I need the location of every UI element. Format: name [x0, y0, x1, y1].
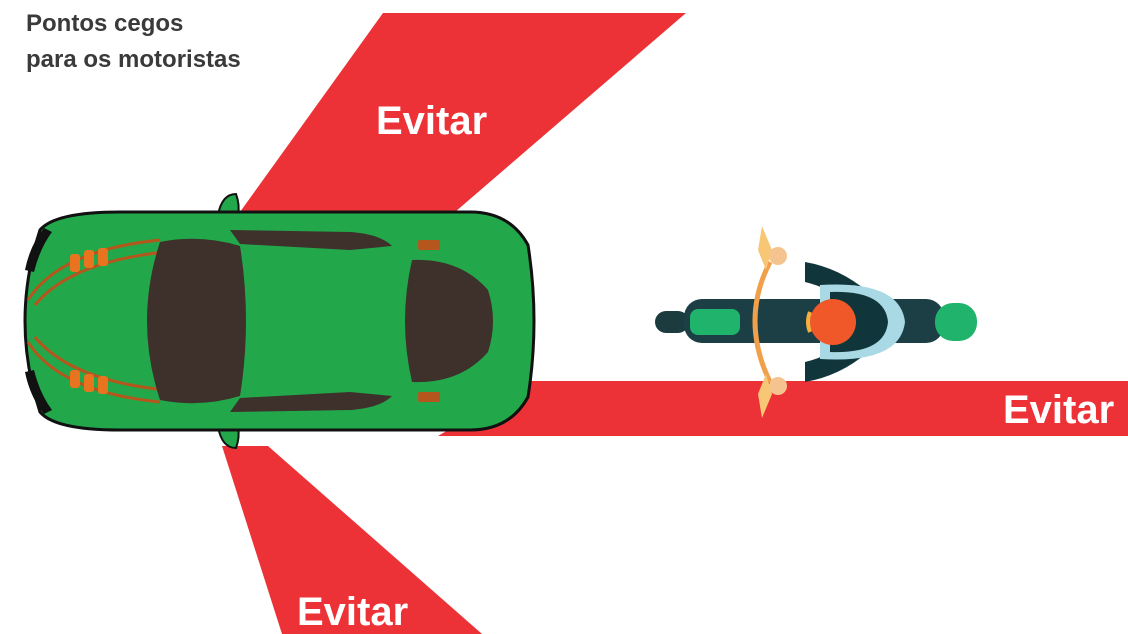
title-line-2: para os motoristas — [26, 42, 241, 78]
motorcycle-rear-wheel — [655, 311, 689, 333]
rider-helmet — [810, 299, 856, 345]
zone-front-label: Evitar — [376, 99, 487, 143]
car-rear-window — [147, 239, 246, 403]
car — [25, 194, 534, 448]
helmet-visor — [808, 312, 810, 332]
rider-hand-top — [769, 247, 787, 265]
title-line-1: Pontos cegos — [26, 6, 241, 42]
zone-side-label: Evitar — [1003, 388, 1114, 432]
motorcycle-seat — [690, 309, 740, 335]
page-title: Pontos cegos para os motoristas — [26, 6, 241, 78]
motorcycle-front-fairing — [935, 303, 977, 341]
zone-rear-label: Evitar — [297, 590, 408, 634]
rider-hand-bottom — [769, 377, 787, 395]
